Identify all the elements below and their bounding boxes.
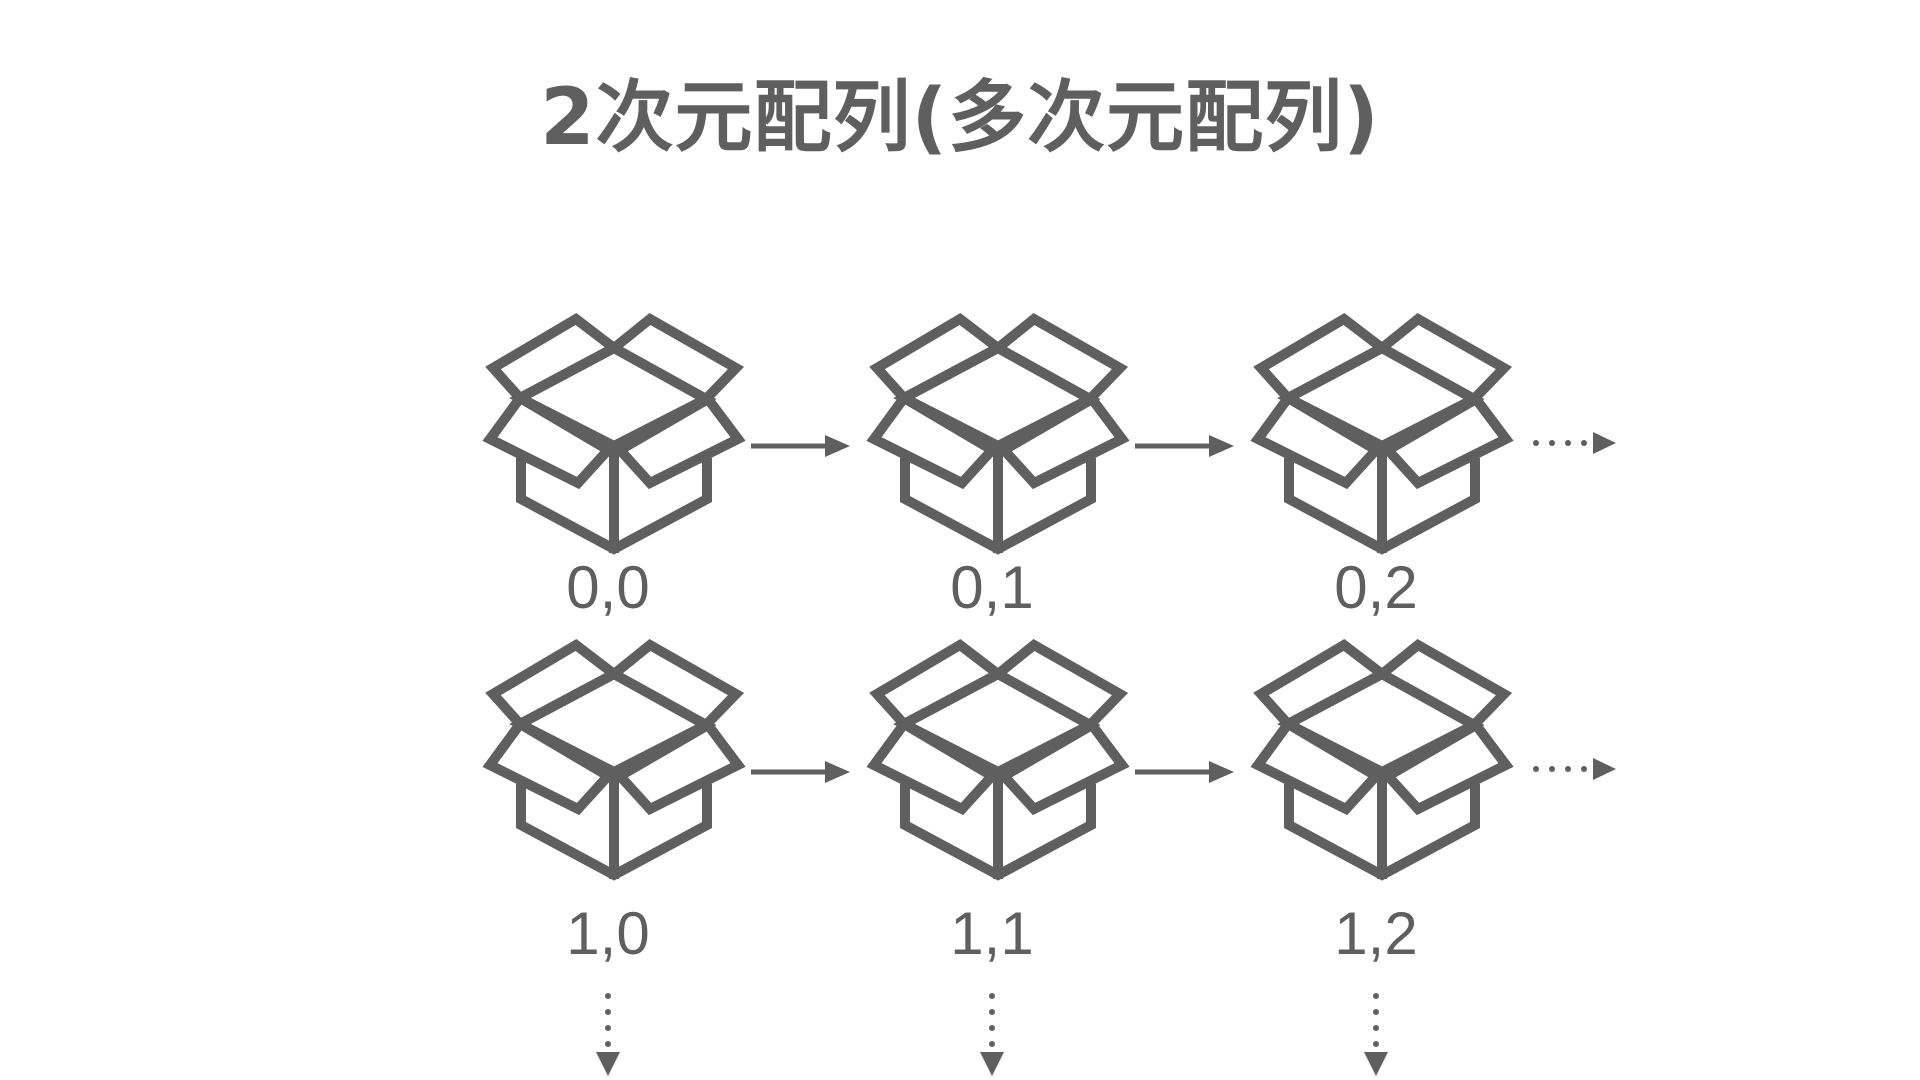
dotted-arrow-right-icon [1593,432,1616,454]
dotted-arrow-down-icon [596,1052,620,1076]
arrow-head-icon [1209,761,1234,783]
arrow-head-icon [825,435,850,457]
arrow-head-icon [1209,435,1234,457]
cell-label: 0,0 [566,554,649,621]
cell-label: 1,0 [566,900,649,967]
open-box-icon [1258,319,1506,553]
dot [1373,1009,1379,1015]
dotted-arrow-down-icon [1364,1052,1388,1076]
dot [605,1041,611,1047]
dot [605,1025,611,1031]
open-box-icon [490,645,738,879]
dot [989,1025,995,1031]
dot [1373,993,1379,999]
cell-label: 0,1 [950,554,1033,621]
dot [1581,766,1587,772]
dot [1373,1025,1379,1031]
dot [605,993,611,999]
cell-label: 1,1 [950,900,1033,967]
dot [1373,1041,1379,1047]
cell-label: 0,2 [1334,554,1417,621]
dot [989,1041,995,1047]
cell-label: 1,2 [1334,900,1417,967]
dot [1565,440,1571,446]
dot [1549,440,1555,446]
open-box-icon [1258,645,1506,879]
dotted-arrow-down-icon [980,1052,1004,1076]
dot [1549,766,1555,772]
dot [1565,766,1571,772]
dot [605,1009,611,1015]
dot [1533,766,1539,772]
dot [1533,440,1539,446]
open-box-icon [490,319,738,553]
dotted-arrow-right-icon [1593,758,1616,780]
diagram-title: 2次元配列(多次元配列) [540,73,1380,163]
open-box-icon [874,319,1122,553]
dot [1581,440,1587,446]
arrow-head-icon [825,761,850,783]
open-box-icon [874,645,1122,879]
dot [989,993,995,999]
dot [989,1009,995,1015]
